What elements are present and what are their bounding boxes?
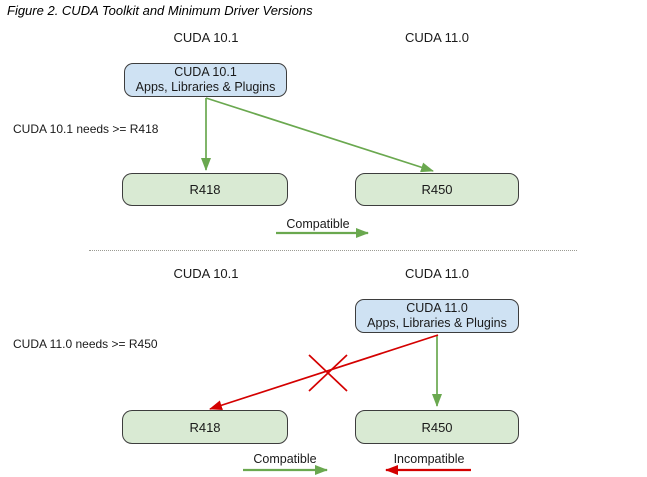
figure-title: Figure 2. CUDA Toolkit and Minimum Drive… xyxy=(7,3,313,18)
bottom-source-node-line2: Apps, Libraries & Plugins xyxy=(367,316,507,330)
top-column-header-cuda-10-1: CUDA 10.1 xyxy=(173,30,239,45)
bottom-requirement-label: CUDA 11.0 needs >= R450 xyxy=(13,337,158,351)
top-source-node-line1: CUDA 10.1 xyxy=(174,65,237,79)
bottom-legend-compatible-label: Compatible xyxy=(253,452,317,466)
bottom-driver-node-r418-label: R418 xyxy=(189,419,221,435)
top-compatible-arrow-to-r450 xyxy=(205,97,434,173)
top-driver-node-r450: R450 xyxy=(355,173,519,206)
bottom-incompatible-arrow-to-r418 xyxy=(209,334,439,411)
bottom-driver-node-r418: R418 xyxy=(122,410,288,444)
top-source-node-line2: Apps, Libraries & Plugins xyxy=(135,80,276,94)
bottom-legend-incompatible-label: Incompatible xyxy=(393,452,465,466)
top-driver-node-r450-label: R450 xyxy=(421,182,453,197)
cross-out-mark-icon xyxy=(308,354,348,392)
bottom-source-node-cuda-11-0: CUDA 11.0 Apps, Libraries & Plugins xyxy=(355,299,519,333)
bottom-driver-node-r450-label: R450 xyxy=(421,419,453,435)
top-column-header-cuda-11-0: CUDA 11.0 xyxy=(404,30,470,45)
cross-out-mark-icon xyxy=(308,354,348,392)
top-driver-node-r418-label: R418 xyxy=(189,182,221,197)
bottom-source-node-line1: CUDA 11.0 xyxy=(406,301,468,315)
top-source-node-cuda-10-1: CUDA 10.1 Apps, Libraries & Plugins xyxy=(124,63,287,97)
section-divider xyxy=(89,250,577,251)
bottom-driver-node-r450: R450 xyxy=(355,410,519,444)
top-requirement-label: CUDA 10.1 needs >= R418 xyxy=(13,122,159,136)
top-legend-compatible-label: Compatible xyxy=(286,217,350,231)
bottom-column-header-cuda-10-1: CUDA 10.1 xyxy=(173,266,239,281)
bottom-column-header-cuda-11-0: CUDA 11.0 xyxy=(404,266,470,281)
top-driver-node-r418: R418 xyxy=(122,173,288,206)
